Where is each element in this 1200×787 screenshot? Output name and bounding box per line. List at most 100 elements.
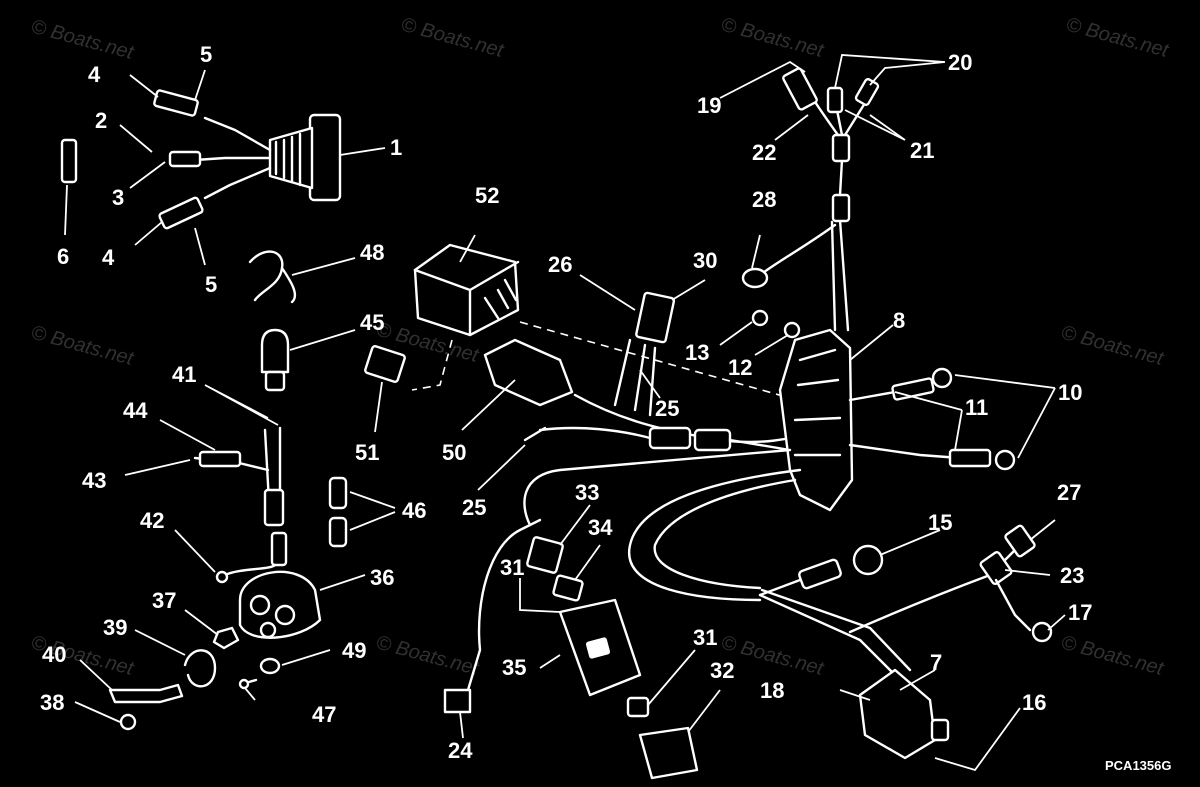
- callout-18: 18: [760, 678, 784, 703]
- ring-terminal: [931, 367, 953, 389]
- bullet-terminal: [168, 150, 202, 168]
- terminal-sleeve: [153, 89, 199, 117]
- callout-labels: 1 2 3 4 4 5 5 6 48 45 41 44 43 42 36 37 …: [40, 42, 1092, 763]
- callout-22: 22: [752, 140, 776, 165]
- callout-31: 31: [500, 555, 524, 580]
- callout-3: 3: [112, 185, 124, 210]
- callout-21: 21: [910, 138, 934, 163]
- knob: [119, 713, 137, 731]
- connector: [635, 291, 676, 344]
- callout-24: 24: [448, 738, 473, 763]
- callout-45: 45: [360, 310, 384, 335]
- callout-35: 35: [502, 655, 526, 680]
- callout-39: 39: [103, 615, 127, 640]
- relay-connector: [364, 345, 406, 383]
- sleeve: [328, 476, 348, 510]
- callout-40: 40: [42, 642, 66, 667]
- callout-20: 20: [948, 50, 972, 75]
- terminal-boot-tip: [264, 370, 286, 392]
- callout-47: 47: [312, 702, 336, 727]
- callout-41: 41: [172, 362, 196, 387]
- nut: [212, 626, 240, 650]
- callout-31: 31: [693, 625, 717, 650]
- bolt: [751, 309, 769, 327]
- washer: [259, 657, 281, 675]
- callout-23: 23: [1060, 563, 1084, 588]
- connector-cap-32: [638, 726, 699, 780]
- callout-11: 11: [965, 395, 988, 420]
- drawing-code: PCA1356G: [1105, 758, 1171, 773]
- connector-block: [308, 113, 342, 202]
- callout-32: 32: [710, 658, 734, 683]
- leader-lines: [64, 54, 1066, 772]
- connector-31: [626, 696, 650, 718]
- spring: [183, 649, 217, 688]
- callout-2: 2: [95, 108, 107, 133]
- callout-6: 6: [57, 244, 69, 269]
- callout-42: 42: [140, 508, 164, 533]
- callout-25: 25: [462, 495, 486, 520]
- callout-12: 12: [728, 355, 752, 380]
- sleeve: [328, 516, 348, 548]
- watermark: © Boats.net: [719, 14, 827, 63]
- watermark: © Boats.net: [374, 632, 482, 681]
- terminal-sleeve: [158, 196, 204, 230]
- ignition-switch: [238, 570, 322, 639]
- main-harness: [443, 67, 1053, 780]
- callout-52: 52: [475, 183, 499, 208]
- callout-5: 5: [205, 272, 217, 297]
- callout-8: 8: [893, 308, 905, 333]
- watermark: © Boats.net: [399, 14, 507, 63]
- callout-16: 16: [1022, 690, 1046, 715]
- callout-30: 30: [693, 248, 717, 273]
- callout-33: 33: [575, 480, 599, 505]
- connector-33: [526, 536, 564, 574]
- watermark: © Boats.net: [29, 16, 137, 65]
- callout-43: 43: [82, 468, 106, 493]
- key-switch-assembly: [108, 426, 348, 731]
- nut: [783, 321, 801, 339]
- wire-clip: [248, 250, 297, 304]
- callout-38: 38: [40, 690, 64, 715]
- watermark: © Boats.net: [1059, 322, 1167, 371]
- callout-50: 50: [442, 440, 466, 465]
- callout-44: 44: [123, 398, 148, 423]
- callout-7: 7: [930, 650, 942, 675]
- ring-terminal: [852, 544, 884, 576]
- ground-clip: [443, 688, 472, 714]
- callout-1: 1: [390, 135, 402, 160]
- callout-26: 26: [548, 252, 572, 277]
- watermark: © Boats.net: [1064, 14, 1172, 63]
- ring-terminal: [994, 449, 1016, 471]
- callout-10: 10: [1058, 380, 1082, 405]
- bullet-terminal: [198, 450, 242, 468]
- callout-34: 34: [588, 515, 613, 540]
- callout-27: 27: [1057, 480, 1081, 505]
- relay-assembly: [364, 243, 791, 407]
- ring-terminal: [1031, 621, 1053, 643]
- callout-13: 13: [685, 340, 709, 365]
- terminal-sleeve: [782, 67, 818, 111]
- fuse: [60, 138, 78, 184]
- terminal-boot: [260, 328, 290, 374]
- watermark: © Boats.net: [719, 632, 827, 681]
- watermark: © Boats.net: [29, 322, 137, 371]
- callout-37: 37: [152, 588, 176, 613]
- connector-assembly: [60, 89, 342, 230]
- callout-4: 4: [88, 62, 101, 87]
- watermark: © Boats.net: [1059, 632, 1167, 681]
- connector-7: [858, 668, 937, 760]
- callout-48: 48: [360, 240, 384, 265]
- callout-15: 15: [928, 510, 952, 535]
- callout-19: 19: [697, 93, 721, 118]
- callout-5: 5: [200, 42, 212, 67]
- callout-17: 17: [1068, 600, 1092, 625]
- callout-25: 25: [655, 396, 679, 421]
- callout-4: 4: [102, 245, 115, 270]
- callout-46: 46: [402, 498, 426, 523]
- screw: [238, 678, 250, 690]
- callout-51: 51: [355, 440, 379, 465]
- lever: [108, 683, 184, 704]
- callout-36: 36: [370, 565, 394, 590]
